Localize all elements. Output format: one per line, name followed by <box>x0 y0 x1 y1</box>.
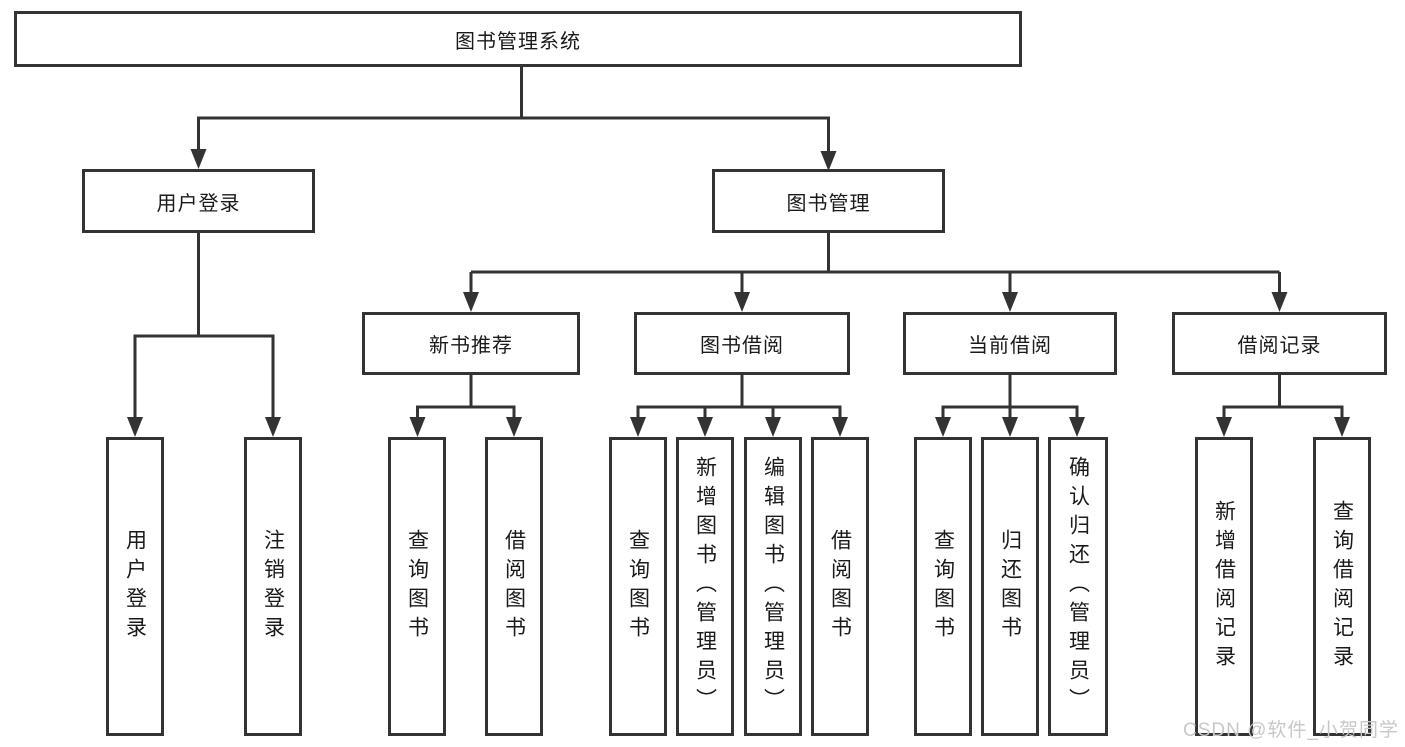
leaf-add-book-admin-label: 新增图书（管理员） <box>693 456 717 717</box>
leaf-user-login-label: 用户登录 <box>123 528 147 645</box>
leaf-add-borrow-record: 新增借阅记录 <box>1195 437 1253 736</box>
leaf-query-borrow-record-label: 查询借阅记录 <box>1330 499 1354 674</box>
leaf-add-book-admin: 新增图书（管理员） <box>676 437 734 736</box>
leaf-borrow-books: 借阅图书 <box>811 437 869 736</box>
leaf-borrow-books-recommend: 借阅图书 <box>485 437 543 736</box>
node-user-login: 用户登录 <box>82 169 315 233</box>
leaf-add-borrow-record-label: 新增借阅记录 <box>1212 499 1236 674</box>
leaf-query-books-current-label: 查询图书 <box>931 528 955 645</box>
leaf-return-book-label: 归还图书 <box>998 528 1022 645</box>
leaf-query-borrow-record: 查询借阅记录 <box>1313 437 1371 736</box>
leaf-query-books-borrow-label: 查询图书 <box>626 528 650 645</box>
leaf-confirm-return-admin: 确认归还（管理员） <box>1048 437 1108 736</box>
node-library-system: 图书管理系统 <box>14 11 1022 67</box>
node-book-borrow: 图书借阅 <box>634 312 850 375</box>
leaf-edit-book-admin-label: 编辑图书（管理员） <box>761 456 785 717</box>
leaf-query-books-recommend-label: 查询图书 <box>405 528 429 645</box>
node-new-book-recommend: 新书推荐 <box>362 312 580 375</box>
leaf-borrow-books-recommend-label: 借阅图书 <box>502 528 526 645</box>
node-current-borrow: 当前借阅 <box>903 312 1117 375</box>
leaf-logout-label: 注销登录 <box>261 528 285 645</box>
leaf-query-books-current: 查询图书 <box>914 437 972 736</box>
leaf-query-books-borrow: 查询图书 <box>609 437 667 736</box>
node-borrow-records: 借阅记录 <box>1172 312 1387 375</box>
leaf-user-login: 用户登录 <box>106 437 164 736</box>
leaf-confirm-return-admin-label: 确认归还（管理员） <box>1066 456 1090 717</box>
leaf-return-book: 归还图书 <box>981 437 1039 736</box>
node-book-management: 图书管理 <box>712 169 945 233</box>
csdn-watermark: CSDN @软件_小贺同学 <box>1183 720 1399 741</box>
leaf-logout: 注销登录 <box>244 437 302 736</box>
leaf-query-books-recommend: 查询图书 <box>388 437 446 736</box>
leaf-borrow-books-label: 借阅图书 <box>828 528 852 645</box>
leaf-edit-book-admin: 编辑图书（管理员） <box>744 437 802 736</box>
